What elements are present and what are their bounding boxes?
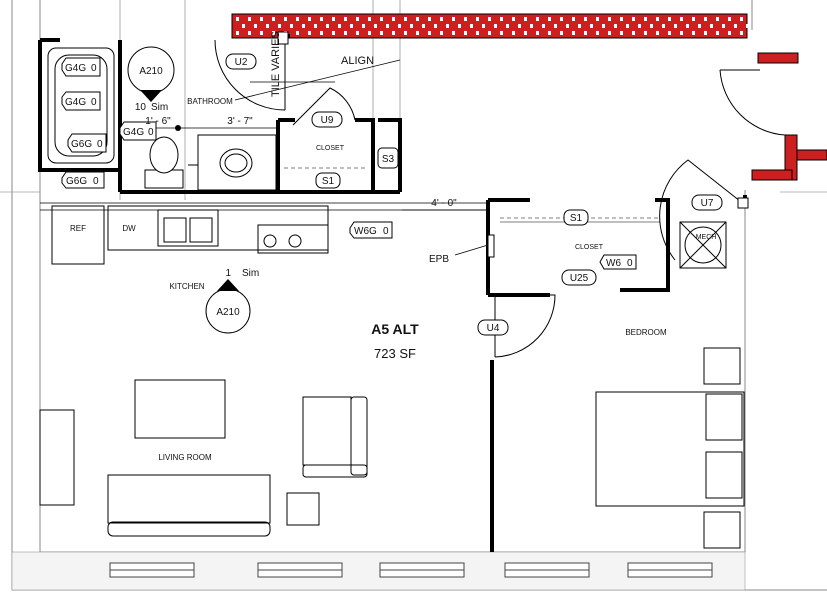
kitchen-marker-note: Sim bbox=[242, 268, 259, 279]
tag-g6g-1-n: 0 bbox=[97, 139, 103, 150]
tag-g4g-1-n: 0 bbox=[91, 63, 97, 74]
closet-shelves bbox=[284, 167, 660, 223]
door-tag-u9: U9 bbox=[321, 115, 334, 126]
unit-name: A5 ALT bbox=[371, 321, 419, 337]
annotations: ALIGN TILE VARIES EPB 1' - 6" 3' - 7" 4'… bbox=[145, 31, 457, 265]
exterior-walls bbox=[11, 0, 827, 591]
door-swings bbox=[214, 31, 786, 358]
dimension-dot bbox=[175, 125, 181, 131]
room-label-closet-bath: CLOSET bbox=[316, 145, 345, 152]
annotation-epb: EPB bbox=[429, 254, 449, 265]
room-label-kitchen: KITCHEN bbox=[169, 282, 204, 291]
room-labels: BATHROOM CLOSET CLOSET KITCHEN LIVING RO… bbox=[70, 97, 716, 462]
bath-marker-note: Sim bbox=[151, 102, 168, 113]
tag-g6g-1: G6G bbox=[71, 139, 92, 150]
tag-w6g-n: 0 bbox=[383, 226, 389, 237]
tag-w6-n: 0 bbox=[627, 258, 633, 269]
section-marker-bath: A210 10 Sim bbox=[127, 46, 175, 113]
tag-g4g-3: G4G bbox=[123, 127, 144, 138]
door-tag-labels: U2 U9 U7 U25 U4 S1 S1 S3 bbox=[235, 57, 714, 334]
section-marker-kitchen: A210 1 Sim bbox=[205, 268, 259, 334]
annotation-tile: TILE VARIES bbox=[270, 31, 282, 97]
tag-g4g-3-n: 0 bbox=[148, 127, 154, 138]
kitchen-marker-sheet: A210 bbox=[216, 307, 240, 318]
vanity-sink bbox=[188, 134, 277, 191]
tag-g6g-2: G6G bbox=[66, 176, 87, 187]
room-label-bedroom: BEDROOM bbox=[625, 328, 667, 337]
tag-g4g-2: G4G bbox=[65, 97, 86, 108]
room-label-mech: MECH bbox=[696, 234, 717, 241]
tag-w6: W6 bbox=[606, 258, 621, 269]
living-furniture bbox=[39, 379, 368, 537]
wall-type-tags bbox=[61, 57, 637, 270]
windows bbox=[109, 562, 713, 578]
door-tag-s3: S3 bbox=[382, 154, 395, 165]
bath-marker-number: 10 bbox=[135, 102, 147, 113]
door-tag-u7: U7 bbox=[701, 198, 714, 209]
brick-wall bbox=[231, 13, 827, 181]
kitchen-counter bbox=[40, 202, 490, 265]
toilet bbox=[144, 136, 184, 189]
door-tag-s1-a: S1 bbox=[322, 176, 335, 187]
bath-marker-sheet: A210 bbox=[139, 66, 163, 77]
door-tag-shapes bbox=[225, 53, 723, 336]
wall-type-tag-labels: G4G 0 G4G 0 G6G 0 G4G 0 G6G 0 W6G 0 W6 0 bbox=[65, 63, 633, 269]
unit-area: 723 SF bbox=[374, 346, 416, 361]
fixture-label-dw: DW bbox=[122, 224, 136, 233]
dimension-1: 1' - 6" bbox=[145, 116, 171, 127]
dimension-2: 3' - 7" bbox=[227, 116, 253, 127]
door-tag-u25: U25 bbox=[570, 273, 589, 284]
tag-g4g-1: G4G bbox=[65, 63, 86, 74]
door-tag-u4: U4 bbox=[487, 323, 500, 334]
fixture-label-ref: REF bbox=[70, 224, 86, 233]
annotation-align: ALIGN bbox=[341, 55, 374, 67]
mech-unit bbox=[679, 221, 727, 269]
epb-leader bbox=[454, 244, 489, 256]
bedroom-furniture bbox=[595, 347, 745, 549]
tag-g6g-2-n: 0 bbox=[93, 176, 99, 187]
dimension-3: 4' - 0" bbox=[431, 198, 457, 209]
room-label-living: LIVING ROOM bbox=[158, 453, 212, 462]
bathtub bbox=[47, 47, 115, 164]
door-tag-u2: U2 bbox=[235, 57, 248, 68]
kitchen-marker-number: 1 bbox=[225, 268, 231, 279]
room-label-closet-bed: CLOSET bbox=[575, 244, 604, 251]
tag-g4g-2-n: 0 bbox=[91, 97, 97, 108]
door-tag-s1-b: S1 bbox=[570, 213, 583, 224]
tag-w6g: W6G bbox=[354, 226, 377, 237]
room-label-bathroom: BATHROOM bbox=[187, 97, 233, 106]
epb-panel bbox=[487, 234, 495, 258]
